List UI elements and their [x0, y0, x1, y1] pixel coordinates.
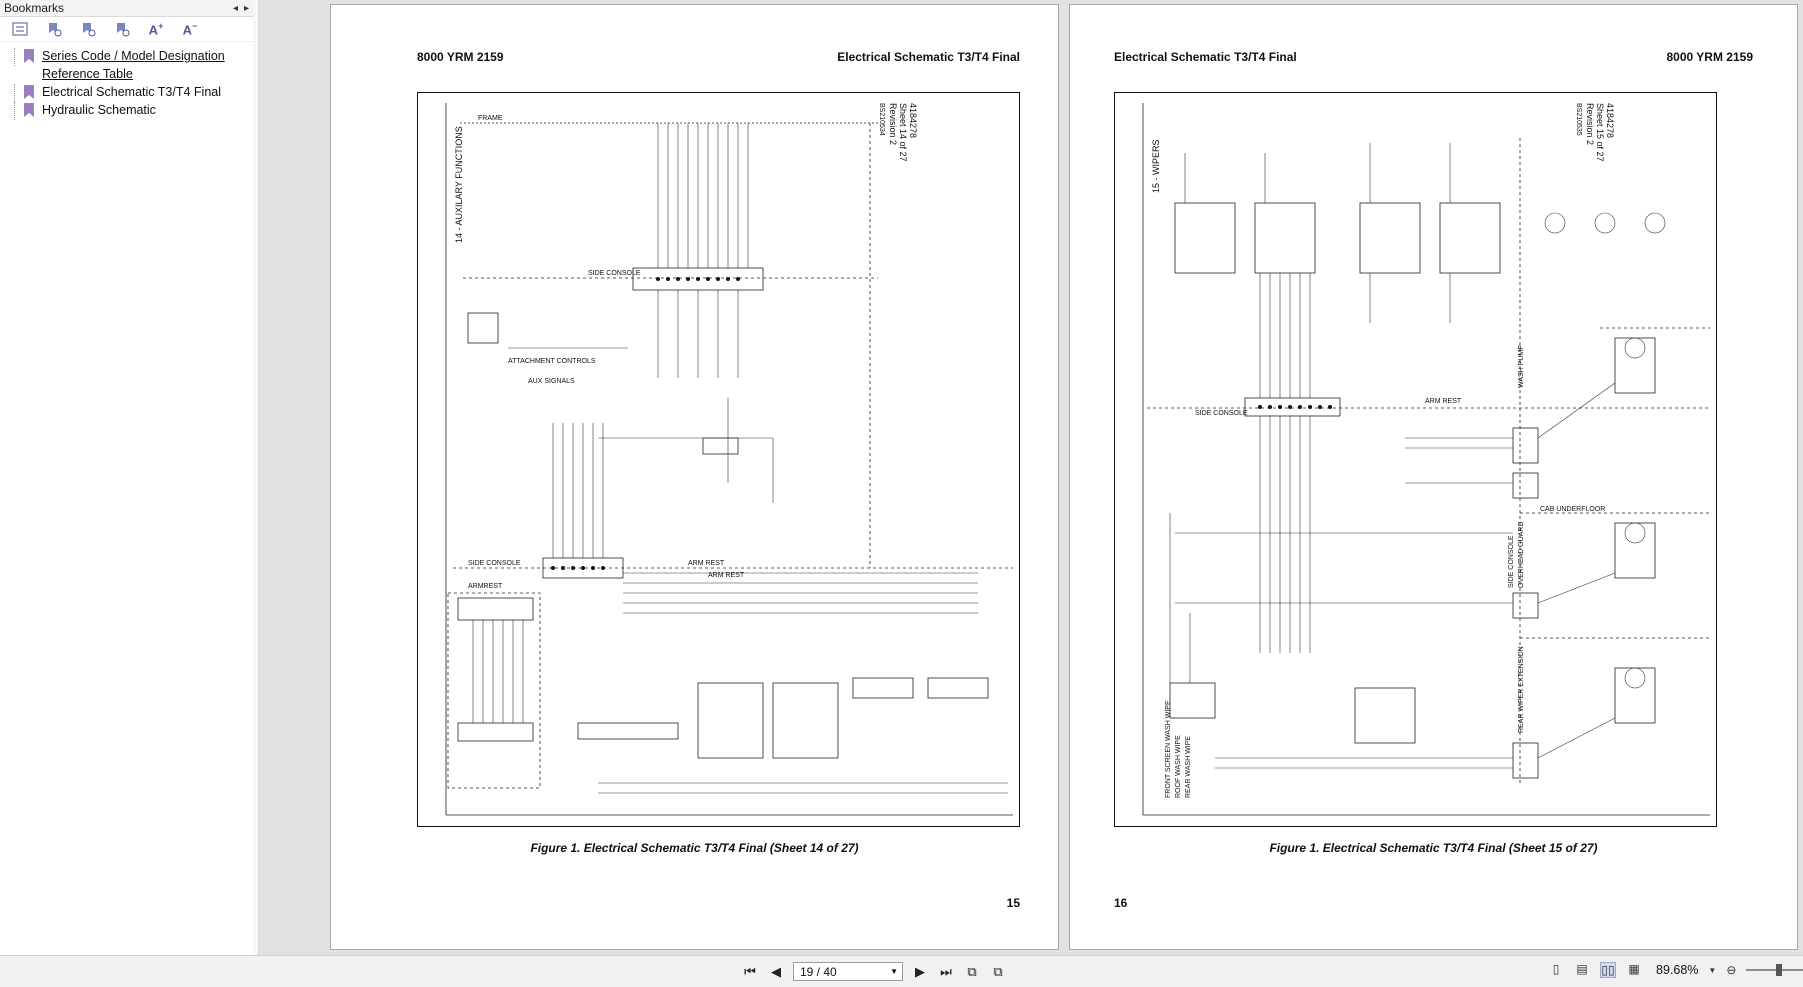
bookmark-label: Hydraulic Schematic — [42, 103, 156, 117]
zone-label: ATTACHMENT CONTROLS — [508, 358, 596, 365]
revision-label: Revision 2 — [1585, 103, 1595, 145]
next-page-icon[interactable]: ▶ — [915, 963, 925, 979]
zoom-slider[interactable] — [1746, 964, 1803, 976]
bookmarks-title: Bookmarks — [4, 1, 65, 15]
bookmarks-toolbar: A+ A− — [0, 17, 253, 42]
collapse-bookmark-icon[interactable] — [78, 20, 98, 38]
options-icon[interactable] — [10, 20, 30, 38]
zoom-slider-knob[interactable] — [1776, 964, 1783, 976]
zone-label: AUX SIGNALS — [528, 378, 575, 385]
drawing-id: BS210535 — [1575, 103, 1582, 136]
zone-label: ARMREST — [468, 583, 503, 590]
zone-label: SIDE CONSOLE — [1195, 410, 1248, 417]
zone-label: ARM REST — [708, 572, 745, 579]
bookmark-label: Electrical Schematic T3/T4 Final — [42, 85, 221, 99]
two-page-view-icon[interactable]: ▯▯ — [1600, 962, 1616, 978]
page-number-field[interactable]: ▼ — [793, 962, 903, 981]
doc-number: 4184278 — [1605, 103, 1615, 138]
bookmark-label-continuation[interactable]: Reference Table — [42, 67, 133, 81]
zone-label: WASH PUMP — [1518, 345, 1525, 388]
two-page-continuous-view-icon[interactable]: ▦ — [1628, 962, 1640, 976]
page-navigation: ⏮ ◀ ▼ ▶ ⏭ ⧉ ⧉ — [741, 962, 1007, 981]
continuous-view-icon[interactable]: ▤ — [1576, 962, 1588, 976]
zone-label: FRAME — [478, 115, 503, 122]
page-header-left: Electrical Schematic T3/T4 Final — [1114, 50, 1297, 64]
bookmark-electrical-schematic[interactable]: Electrical Schematic T3/T4 Final — [0, 84, 253, 102]
zone-label: REAR WASH WIPE — [1185, 736, 1192, 798]
zoom-level[interactable]: 89.68% — [1656, 963, 1699, 977]
bookmark-label: Series Code / Model Designation — [42, 49, 225, 63]
bookmarks-panel: Bookmarks ◂ ▸ A+ A− Series Code / Model … — [0, 0, 254, 955]
page-number: 15 — [1006, 896, 1020, 910]
electrical-schematic-sheet-14: 14 - AUXILARY FUNCTIONS 4184278 Sheet 14… — [445, 103, 1013, 816]
status-toolbar: ⏮ ◀ ▼ ▶ ⏭ ⧉ ⧉ ▯ ▤ ▯▯ ▦ 89.68% ▼ ⊖ — [0, 955, 1803, 987]
page-header-right: 8000 YRM 2159 — [1666, 50, 1753, 64]
schematic-frame: 15 - WIPERS 4184278 Sheet 15 of 27 Revis… — [1114, 92, 1717, 827]
close-panel-icon[interactable]: ▸ — [243, 2, 249, 14]
panel-menu-icon[interactable]: ◂ — [232, 2, 238, 14]
zoom-dropdown-icon[interactable]: ▼ — [1708, 965, 1717, 975]
bookmark-flag-icon — [24, 103, 34, 117]
section-title: 14 - AUXILARY FUNCTIONS — [454, 126, 464, 243]
doc-number: 4184278 — [908, 103, 918, 138]
zone-label: SIDE CONSOLE — [588, 270, 641, 277]
zone-label: ARM REST — [688, 560, 725, 567]
bookmark-hydraulic-schematic[interactable]: Hydraulic Schematic — [0, 102, 253, 120]
page-input[interactable] — [798, 963, 882, 980]
electrical-schematic-sheet-15: 15 - WIPERS 4184278 Sheet 15 of 27 Revis… — [1142, 103, 1710, 816]
bookmarks-header: Bookmarks ◂ ▸ — [0, 0, 253, 17]
bookmark-flag-icon — [24, 85, 34, 99]
last-page-icon[interactable]: ⏭ — [940, 963, 952, 979]
page-dropdown-icon[interactable]: ▼ — [890, 967, 898, 976]
revision-label: Revision 2 — [888, 103, 898, 145]
zone-label: ROOF WASH WIPE — [1175, 735, 1182, 798]
figure-caption: Figure 1. Electrical Schematic T3/T4 Fin… — [530, 841, 859, 855]
bookmark-series-code[interactable]: Series Code / Model Designation — [0, 48, 253, 66]
zoom-out-icon[interactable]: ⊖ — [1726, 963, 1737, 977]
zone-label: FRONT SCREEN WASH WIPE — [1165, 700, 1172, 798]
view-controls: ▯ ▤ ▯▯ ▦ 89.68% ▼ ⊖ — [1548, 962, 1803, 978]
sheet-label: Sheet 14 of 27 — [898, 103, 908, 162]
zone-label: OVERHEAD GUARD — [1518, 521, 1525, 588]
decrease-text-size-icon[interactable]: A− — [182, 20, 198, 38]
figure-caption: Figure 1. Electrical Schematic T3/T4 Fin… — [1269, 841, 1598, 855]
find-bookmark-icon[interactable] — [112, 20, 132, 38]
bookmark-flag-icon — [24, 49, 34, 63]
bookmark-list: Series Code / Model Designation Referenc… — [0, 42, 253, 120]
sheet-label: Sheet 15 of 27 — [1595, 103, 1605, 162]
zone-label: SIDE CONSOLE — [1508, 535, 1515, 588]
drawing-id: BS210534 — [878, 103, 885, 136]
page-15: 8000 YRM 2159 Electrical Schematic T3/T4… — [330, 4, 1059, 950]
next-view-icon[interactable]: ⧉ — [993, 963, 1003, 979]
expand-bookmark-icon[interactable] — [44, 20, 64, 38]
page-header-left: 8000 YRM 2159 — [417, 50, 504, 64]
zone-label: ARM REST — [1425, 398, 1462, 405]
schematic-frame: 14 - AUXILARY FUNCTIONS 4184278 Sheet 14… — [417, 92, 1020, 827]
zone-label: CAB UNDERFLOOR — [1540, 506, 1605, 513]
panel-splitter[interactable] — [253, 0, 259, 955]
increase-text-size-icon[interactable]: A+ — [148, 20, 164, 38]
document-viewer[interactable]: 8000 YRM 2159 Electrical Schematic T3/T4… — [259, 0, 1803, 955]
page-16: Electrical Schematic T3/T4 Final 8000 YR… — [1069, 4, 1798, 950]
page-header-right: Electrical Schematic T3/T4 Final — [837, 50, 1020, 64]
previous-view-icon[interactable]: ⧉ — [967, 963, 977, 979]
single-page-view-icon[interactable]: ▯ — [1552, 962, 1560, 976]
page-number: 16 — [1114, 896, 1128, 910]
zone-label: REAR WIPER EXTENSION — [1518, 646, 1525, 733]
previous-page-icon[interactable]: ◀ — [771, 963, 781, 979]
section-title: 15 - WIPERS — [1151, 139, 1161, 193]
first-page-icon[interactable]: ⏮ — [744, 963, 756, 979]
zone-label: SIDE CONSOLE — [468, 560, 521, 567]
